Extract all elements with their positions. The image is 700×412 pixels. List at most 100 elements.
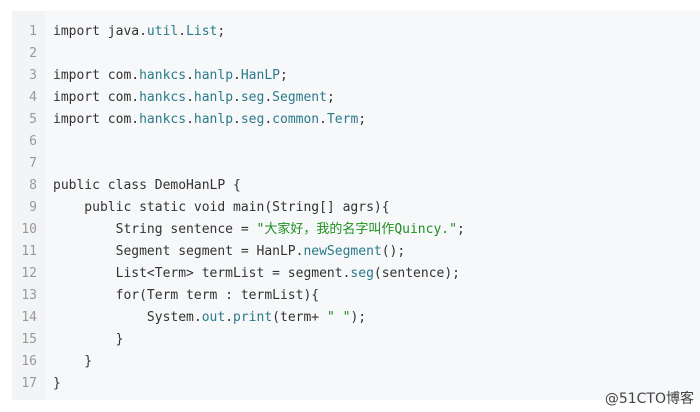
identifier-token: out	[201, 310, 226, 325]
code-line: 15 }	[12, 329, 700, 351]
line-number: 12	[21, 266, 37, 281]
code-token: ();	[381, 244, 406, 259]
code-line: 2	[12, 43, 700, 65]
code-token: .	[225, 310, 234, 325]
identifier-token: hanlp	[193, 112, 234, 127]
code-token: .	[264, 112, 273, 127]
line-number-gutter	[12, 11, 45, 400]
code-line: 13 for(Term term : termList){	[12, 285, 700, 307]
code-line: 8 public class DemoHanLP {	[12, 175, 700, 197]
identifier-token: hankcs	[139, 68, 187, 83]
code-token: }	[53, 332, 124, 347]
line-number: 13	[21, 288, 37, 303]
identifier-token: hanlp	[193, 68, 234, 83]
line-number: 15	[21, 332, 37, 347]
code-line: 5 import com.hankcs.hanlp.seg.common.Term…	[12, 109, 700, 131]
line-number: 8	[29, 178, 37, 193]
code-line: 6	[12, 131, 700, 153]
code-token: ;	[456, 222, 465, 237]
line-number: 9	[29, 200, 37, 215]
code-line: 7	[12, 153, 700, 175]
code-text: }	[53, 351, 92, 373]
identifier-token: Term	[326, 112, 359, 127]
code-token: .	[233, 112, 241, 127]
line-number: 3	[29, 68, 37, 83]
identifier-token: print	[233, 310, 273, 325]
code-line: 10 String sentence = "大家好，我的名字叫作Quincy."…	[12, 219, 700, 241]
code-text: System.out.print(term+ " ");	[53, 307, 366, 329]
identifier-token: Segment	[272, 90, 327, 105]
line-number: 14	[21, 310, 37, 325]
code-token: import com.	[53, 112, 140, 127]
code-token: .	[233, 90, 241, 105]
line-number: 2	[29, 46, 37, 61]
string-token: "大家好，我的名字叫作Quincy."	[256, 222, 457, 237]
code-text: import java.util.List;	[53, 21, 225, 43]
code-token: .	[186, 68, 194, 83]
string-token: " "	[326, 310, 351, 325]
code-text: List<Term> termList = segment.seg(senten…	[53, 263, 460, 285]
identifier-token: util	[146, 24, 179, 39]
code-line: 16 }	[12, 351, 700, 373]
identifier-token: seg	[240, 112, 265, 127]
line-number: 5	[29, 112, 37, 127]
line-number: 10	[21, 222, 37, 237]
code-token: ;	[280, 68, 288, 83]
code-token: String sentence =	[53, 222, 257, 237]
identifier-token: hankcs	[139, 90, 187, 105]
code-token: (sentence);	[373, 266, 460, 281]
code-token: import java.	[53, 24, 147, 39]
code-token: Segment segment = HanLP.	[53, 244, 304, 259]
code-token: .	[186, 112, 194, 127]
code-token: .	[233, 68, 241, 83]
line-number: 6	[29, 134, 37, 149]
identifier-token: HanLP	[240, 68, 280, 83]
line-number: 11	[21, 244, 37, 259]
line-number: 1	[29, 24, 37, 39]
line-number: 7	[29, 156, 37, 171]
code-text: import com.hankcs.hanlp.seg.Segment;	[53, 87, 335, 109]
code-text: String sentence = "大家好，我的名字叫作Quincy.";	[53, 219, 465, 241]
identifier-token: seg	[240, 90, 265, 105]
code-line: 11 Segment segment = HanLP.newSegment();	[12, 241, 700, 263]
line-number: 16	[21, 354, 37, 369]
line-number: 4	[29, 90, 37, 105]
code-text: for(Term term : termList){	[53, 285, 320, 307]
code-token: ;	[326, 90, 335, 105]
identifier-token: seg	[350, 266, 374, 281]
identifier-token: hanlp	[193, 90, 234, 105]
code-token: );	[350, 310, 367, 325]
identifier-token: List	[186, 24, 218, 39]
code-token: for(Term term : termList){	[53, 288, 320, 303]
code-token: (term+	[272, 310, 327, 325]
code-token: .	[186, 90, 194, 105]
code-token: ;	[217, 24, 226, 39]
code-token: }	[53, 376, 61, 391]
code-line: 12 List<Term> termList = segment.seg(sen…	[12, 263, 700, 285]
code-token: }	[53, 354, 93, 369]
code-line: 14 System.out.print(term+ " ");	[12, 307, 700, 329]
code-token: System.	[53, 310, 202, 325]
code-text: public static void main(String[] agrs){	[53, 197, 389, 219]
code-text: }	[53, 329, 124, 351]
code-text: import com.hankcs.hanlp.HanLP;	[53, 65, 288, 87]
code-token: public class DemoHanLP {	[53, 178, 241, 193]
code-token: .	[264, 90, 273, 105]
code-token: import com.	[53, 90, 140, 105]
code-text: public class DemoHanLP {	[53, 175, 241, 197]
code-token: .	[319, 112, 327, 127]
code-token: import com.	[53, 68, 140, 83]
code-token: ;	[358, 112, 367, 127]
code-text: Segment segment = HanLP.newSegment();	[53, 241, 406, 263]
watermark: @51CTO博客	[604, 391, 694, 407]
code-text: }	[53, 373, 61, 395]
code-line: 17}	[12, 373, 700, 395]
code-token: .	[178, 24, 187, 39]
identifier-token: newSegment	[303, 244, 382, 259]
code-text: import com.hankcs.hanlp.seg.common.Term;	[53, 109, 366, 131]
line-number: 17	[21, 376, 37, 391]
